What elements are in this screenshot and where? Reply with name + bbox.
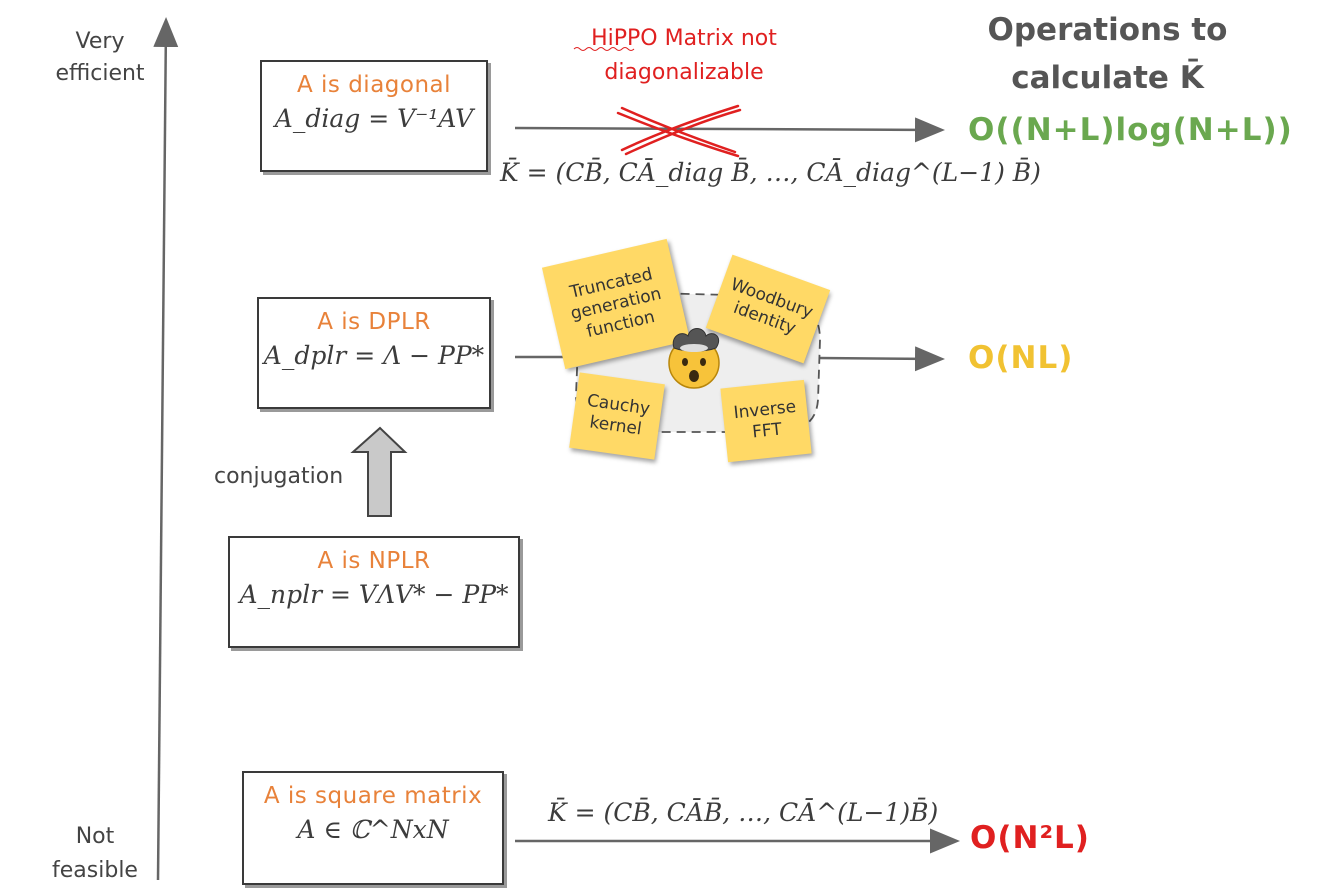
axis-top-line2: efficient: [55, 61, 145, 86]
complexity-diagonal: O((N+L)log(N+L)): [968, 112, 1293, 148]
sticky-inverse-fft: Inverse FFT: [720, 379, 812, 463]
diagonal-arrow: [514, 117, 945, 143]
efficiency-axis: [153, 17, 179, 881]
square-box-formula: A ∈ ℂ^NxN: [297, 815, 449, 844]
axis-bottom-line2: feasible: [52, 858, 138, 883]
sticky-cauchy-kernel: Cauchy kernel: [569, 372, 665, 460]
diagonal-box: A is diagonal A_diag = V⁻¹AV: [260, 60, 488, 172]
dplr-box-title: A is DPLR: [317, 309, 431, 335]
conjugation-label: conjugation: [214, 464, 344, 489]
dplr-arrow-right: [817, 346, 945, 372]
conjugation-arrow: [350, 426, 408, 517]
dplr-box-formula: A_dplr = Λ − PP*: [263, 341, 485, 370]
diagonal-kernel-formula: K̄ = (CB̄, CĀ_diag B̄, …, CĀ_diag^(L−1) …: [500, 158, 1041, 187]
hippo-note-line1: HiPPO Matrix not: [591, 26, 777, 51]
axis-top-label: Very efficient: [45, 26, 155, 90]
dplr-box: A is DPLR A_dplr = Λ − PP*: [257, 297, 491, 409]
nplr-box-formula: A_nplr = VΛV* − PP*: [239, 580, 509, 609]
hippo-underline: [573, 47, 635, 51]
square-box-title: A is square matrix: [263, 783, 483, 809]
axis-bottom-line1: Not: [75, 824, 115, 849]
red-cross-mark: [616, 104, 742, 158]
operations-title-line1: Operations to: [987, 12, 1228, 48]
nplr-box: A is NPLR A_nplr = VΛV* − PP*: [228, 536, 520, 648]
axis-top-line1: Very: [75, 29, 125, 54]
hippo-note: HiPPO Matrix not diagonalizable: [560, 22, 808, 90]
diagonal-box-title: A is diagonal: [296, 72, 452, 98]
square-kernel-formula: K̄ = (CB̄, CĀB̄, …, CĀ^(L−1)B̄): [548, 798, 939, 827]
hippo-note-line2: diagonalizable: [604, 60, 764, 85]
complexity-dplr: O(NL): [968, 340, 1074, 376]
complexity-square: O(N²L): [970, 820, 1090, 856]
operations-title-line2: calculate K̄: [1011, 60, 1204, 96]
diagonal-box-formula: A_diag = V⁻¹AV: [274, 104, 474, 133]
axis-bottom-label: Not feasible: [40, 820, 150, 888]
square-box: A is square matrix A ∈ ℂ^NxN: [242, 771, 504, 885]
nplr-box-title: A is NPLR: [317, 548, 431, 574]
operations-title: Operations to calculate K̄: [985, 6, 1230, 102]
